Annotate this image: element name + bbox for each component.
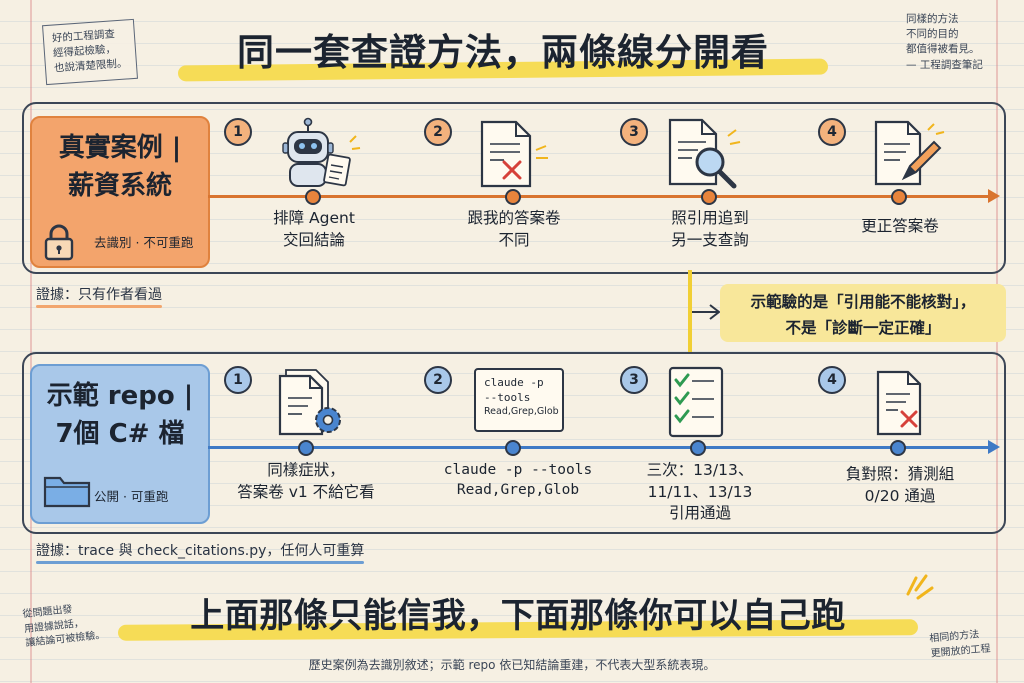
step-label-line: 引用通過 [668,504,731,523]
real-case-name-line: 真實案例 | [58,133,182,163]
callout-arrow [692,304,721,320]
timeline-dot [690,440,706,456]
step-label-line: 更正答案卷 [861,217,939,235]
timeline-dot [298,440,314,456]
callout-bracket [688,270,692,354]
step-label-line: 答案卷 v1 不給它看 [237,482,375,501]
evidence-text: 證據：trace 與 check_citations.py，任何人可重算 [36,543,365,559]
step-label: 同樣症狀， 答案卷 v1 不給它看 [216,460,396,503]
step-label: 排障 Agent 交回結論 [224,208,404,251]
terminal-card-icon: claude -p --tools Read,Grep,Glob [474,368,564,432]
title-block: 同一套查證方法，兩條線分開看 [177,18,829,84]
demo-repo-panel [22,352,1006,534]
wrong-answer-document-icon [480,120,548,188]
step-label: 照引用追到 另一支查詢 [620,208,800,251]
step-label-line: 三次：13/13、 [646,461,754,479]
step-label-line: 交回結論 [282,230,345,249]
real-case-arrowhead [988,189,1000,203]
demo-repo-name-line: 示範 repo | [46,381,194,411]
timeline-dot [505,440,521,456]
real-case-timeline [208,195,992,198]
checklist-icon [668,366,724,438]
real-case-badge: 去識別 · 不可重跑 [94,235,194,250]
step-number: 2 [424,366,452,394]
edit-document-icon [874,120,945,186]
real-case-evidence: 證據：只有作者看過 [36,284,162,308]
demo-repo-name: 示範 repo | 7個 C# 檔 [32,378,208,453]
margin-line-left [30,0,32,683]
step-number: 2 [424,118,452,146]
document-gear-icon [278,369,341,436]
real-case-name: 真實案例 | 薪資系統 [32,130,208,205]
folder-icon [43,476,91,508]
bottom-title-block: 上面那條只能信我，下面那條你可以自己跑 [117,588,919,648]
timeline-dot [305,189,321,205]
step-label: 跟我的答案卷 不同 [424,208,604,251]
demo-repo-badge: 公開 · 可重跑 [94,489,169,504]
demo-repo-timeline [208,446,992,449]
corner-note-top-right: 同樣的方法 不同的目的 都值得被看見。 — 工程調查筆記 [906,12,983,73]
evidence-underline [36,305,162,308]
real-case-name-line: 薪資系統 [67,170,172,201]
step-label: 三次：13/13、 11/11、13/13 引用通過 [610,460,790,525]
step-label-line: 另一支查詢 [671,230,749,249]
demo-repo-tag: 示範 repo | 7個 C# 檔 公開 · 可重跑 [30,364,210,524]
demo-repo-arrowhead [988,440,1000,454]
step-number: 4 [818,366,846,394]
page-title: 同一套查證方法，兩條線分開看 [237,31,769,74]
step-label-line: 跟我的答案卷 [467,209,561,227]
step-label-line: claude -p --tools [443,462,593,478]
terminal-line: claude -p [484,376,544,389]
footnote: 歷史案例為去識別敘述；示範 repo 依已知結論重建，不代表大型系統表現。 [308,658,716,672]
callout-box: 示範驗的是「引用能不能核對」， 不是「診斷一定正確」 [720,284,1006,342]
corner-note-top-left: 好的工程調查 經得起檢驗， 也說清楚限制。 [42,18,138,85]
note-line: — 工程調查筆記 [906,58,983,71]
step-label-line: 排障 Agent [273,209,355,227]
step-label-line: 0/20 通過 [864,486,936,505]
demo-repo-evidence: 證據：trace 與 check_citations.py，任何人可重算 [36,540,365,564]
evidence-text: 證據：只有作者看過 [36,287,162,303]
step-number: 3 [620,118,648,146]
note-line: 不同的目的 [906,28,959,41]
timeline-dot [701,189,717,205]
step-label-line: Read,Grep,Glob [456,482,580,499]
lock-icon [44,224,74,261]
bottom-title: 上面那條只能信我，下面那條你可以自己跑 [190,596,846,636]
real-case-tag: 真實案例 | 薪資系統 去識別 · 不可重跑 [30,116,210,268]
real-case-panel [22,102,1006,274]
terminal-line: --tools [484,390,531,404]
terminal-line: Read,Grep,Glob [484,405,559,417]
callout-line: 不是「診斷一定正確」 [785,319,941,337]
step-number: 3 [620,366,648,394]
step-number: 1 [224,118,252,146]
evidence-underline [36,561,365,564]
robot-icon [282,117,361,187]
note-line: 都值得被看見。 [906,43,980,56]
step-label: 負對照：猜測組 0/20 通過 [810,464,990,507]
search-document-icon [668,118,741,189]
demo-repo-name-line: 7個 C# 檔 [55,418,185,449]
step-label-line: 照引用追到 [671,209,749,227]
timeline-dot [891,189,907,205]
step-label: claude -p --tools Read,Grep,Glob [428,460,608,501]
timeline-dot [505,189,521,205]
step-number: 1 [224,366,252,394]
wrong-document-icon [876,370,922,436]
step-label-line: 11/11、13/13 [647,482,753,501]
corner-note-bottom-left: 從問題出發 用證據說話， 讓結論可被檢驗。 [22,600,106,652]
timeline-dot [890,440,906,456]
sparkle-icon [906,574,934,600]
step-label-line: 同樣症狀， [267,461,345,479]
step-label: 更正答案卷 [810,216,990,238]
step-label-line: 不同 [498,230,530,249]
callout-line: 示範驗的是「引用能不能核對」， [750,293,976,311]
note-line: 同樣的方法 [906,13,959,25]
step-number: 4 [818,118,846,146]
step-label-line: 負對照：猜測組 [845,465,955,483]
